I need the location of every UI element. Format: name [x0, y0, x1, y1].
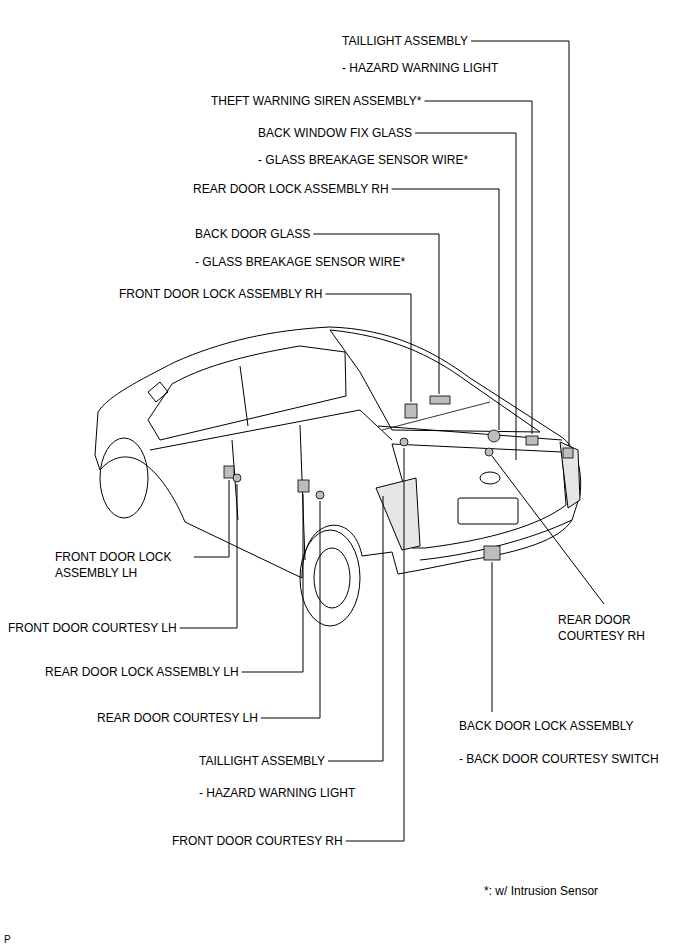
belt-line [150, 410, 392, 450]
body-outline [95, 327, 581, 578]
part-label: TAILLIGHT ASSEMBLY [199, 753, 325, 769]
part-label: - GLASS BREAKAGE SENSOR WIRE* [195, 254, 405, 270]
leader-line [242, 494, 303, 672]
part-label: - HAZARD WARNING LIGHT [342, 60, 498, 76]
footnote: *: w/ Intrusion Sensor [484, 883, 598, 899]
part-label: REAR DOOR COURTESY LH [97, 710, 258, 726]
rear-lock-lh-icon [298, 480, 309, 492]
front-lock-lh-icon [224, 466, 234, 478]
rear-wheel-rim [314, 548, 350, 608]
component-icons [224, 396, 573, 560]
license-plate [458, 498, 518, 524]
leader-line [194, 480, 229, 557]
rear-wheel [300, 530, 360, 626]
glass-sensor-icon [430, 396, 450, 404]
leader-line [325, 294, 411, 402]
side-window [148, 346, 346, 440]
siren-icon [526, 436, 538, 445]
mirror [148, 382, 168, 402]
part-label: FRONT DOOR LOCK ASSEMBLY RH [119, 286, 322, 302]
part-label: REAR DOOR LOCK ASSEMBLY RH [193, 181, 389, 197]
leader-line [415, 133, 516, 460]
rear-window [330, 330, 540, 432]
taillight-right [560, 442, 580, 508]
part-label: FRONT DOOR LOCK ASSEMBLY LH [55, 549, 190, 581]
emblem [480, 472, 500, 484]
leader-line [261, 501, 320, 718]
part-label: REAR DOOR LOCK ASSEMBLY LH [45, 664, 239, 680]
part-label: - BACK DOOR COURTESY SWITCH [459, 751, 659, 767]
leader-line [180, 484, 237, 628]
front-courtesy-lh-icon [233, 474, 241, 482]
part-label: - GLASS BREAKAGE SENSOR WIRE* [258, 152, 468, 168]
leader-line [328, 496, 383, 761]
front-courtesy-rh-icon [400, 438, 408, 446]
leader-line [392, 189, 499, 430]
part-label: THEFT WARNING SIREN ASSEMBLY* [211, 93, 421, 109]
leader-line [346, 448, 404, 841]
part-label: BACK WINDOW FIX GLASS [258, 125, 412, 141]
part-label: REAR DOOR COURTESY RH [558, 612, 658, 644]
rear-lock-rh-icon [488, 430, 500, 442]
part-label: FRONT DOOR COURTESY RH [172, 833, 343, 849]
sensor-wire [382, 402, 490, 430]
part-label: BACK DOOR GLASS [195, 226, 310, 242]
leader-line [471, 41, 569, 446]
part-label: - HAZARD WARNING LIGHT [199, 785, 355, 801]
rear-courtesy-rh-icon [485, 448, 493, 456]
leader-line [492, 456, 604, 604]
window-pillar [240, 366, 248, 426]
back-door-lock-icon [484, 546, 500, 560]
taillight-bulb-icon [563, 448, 573, 458]
part-label: BACK DOOR LOCK ASSEMBLY [459, 718, 634, 734]
page-mark: P [4, 932, 11, 948]
rear-courtesy-lh-icon [316, 491, 324, 499]
leader-line [492, 562, 493, 712]
rear-bumper [420, 520, 572, 560]
front-wheel [100, 438, 148, 518]
part-label: FRONT DOOR COURTESY LH [8, 620, 177, 636]
front-lock-rh-icon [405, 404, 417, 418]
part-label: TAILLIGHT ASSEMBLY [342, 33, 468, 49]
door-line [232, 425, 305, 560]
